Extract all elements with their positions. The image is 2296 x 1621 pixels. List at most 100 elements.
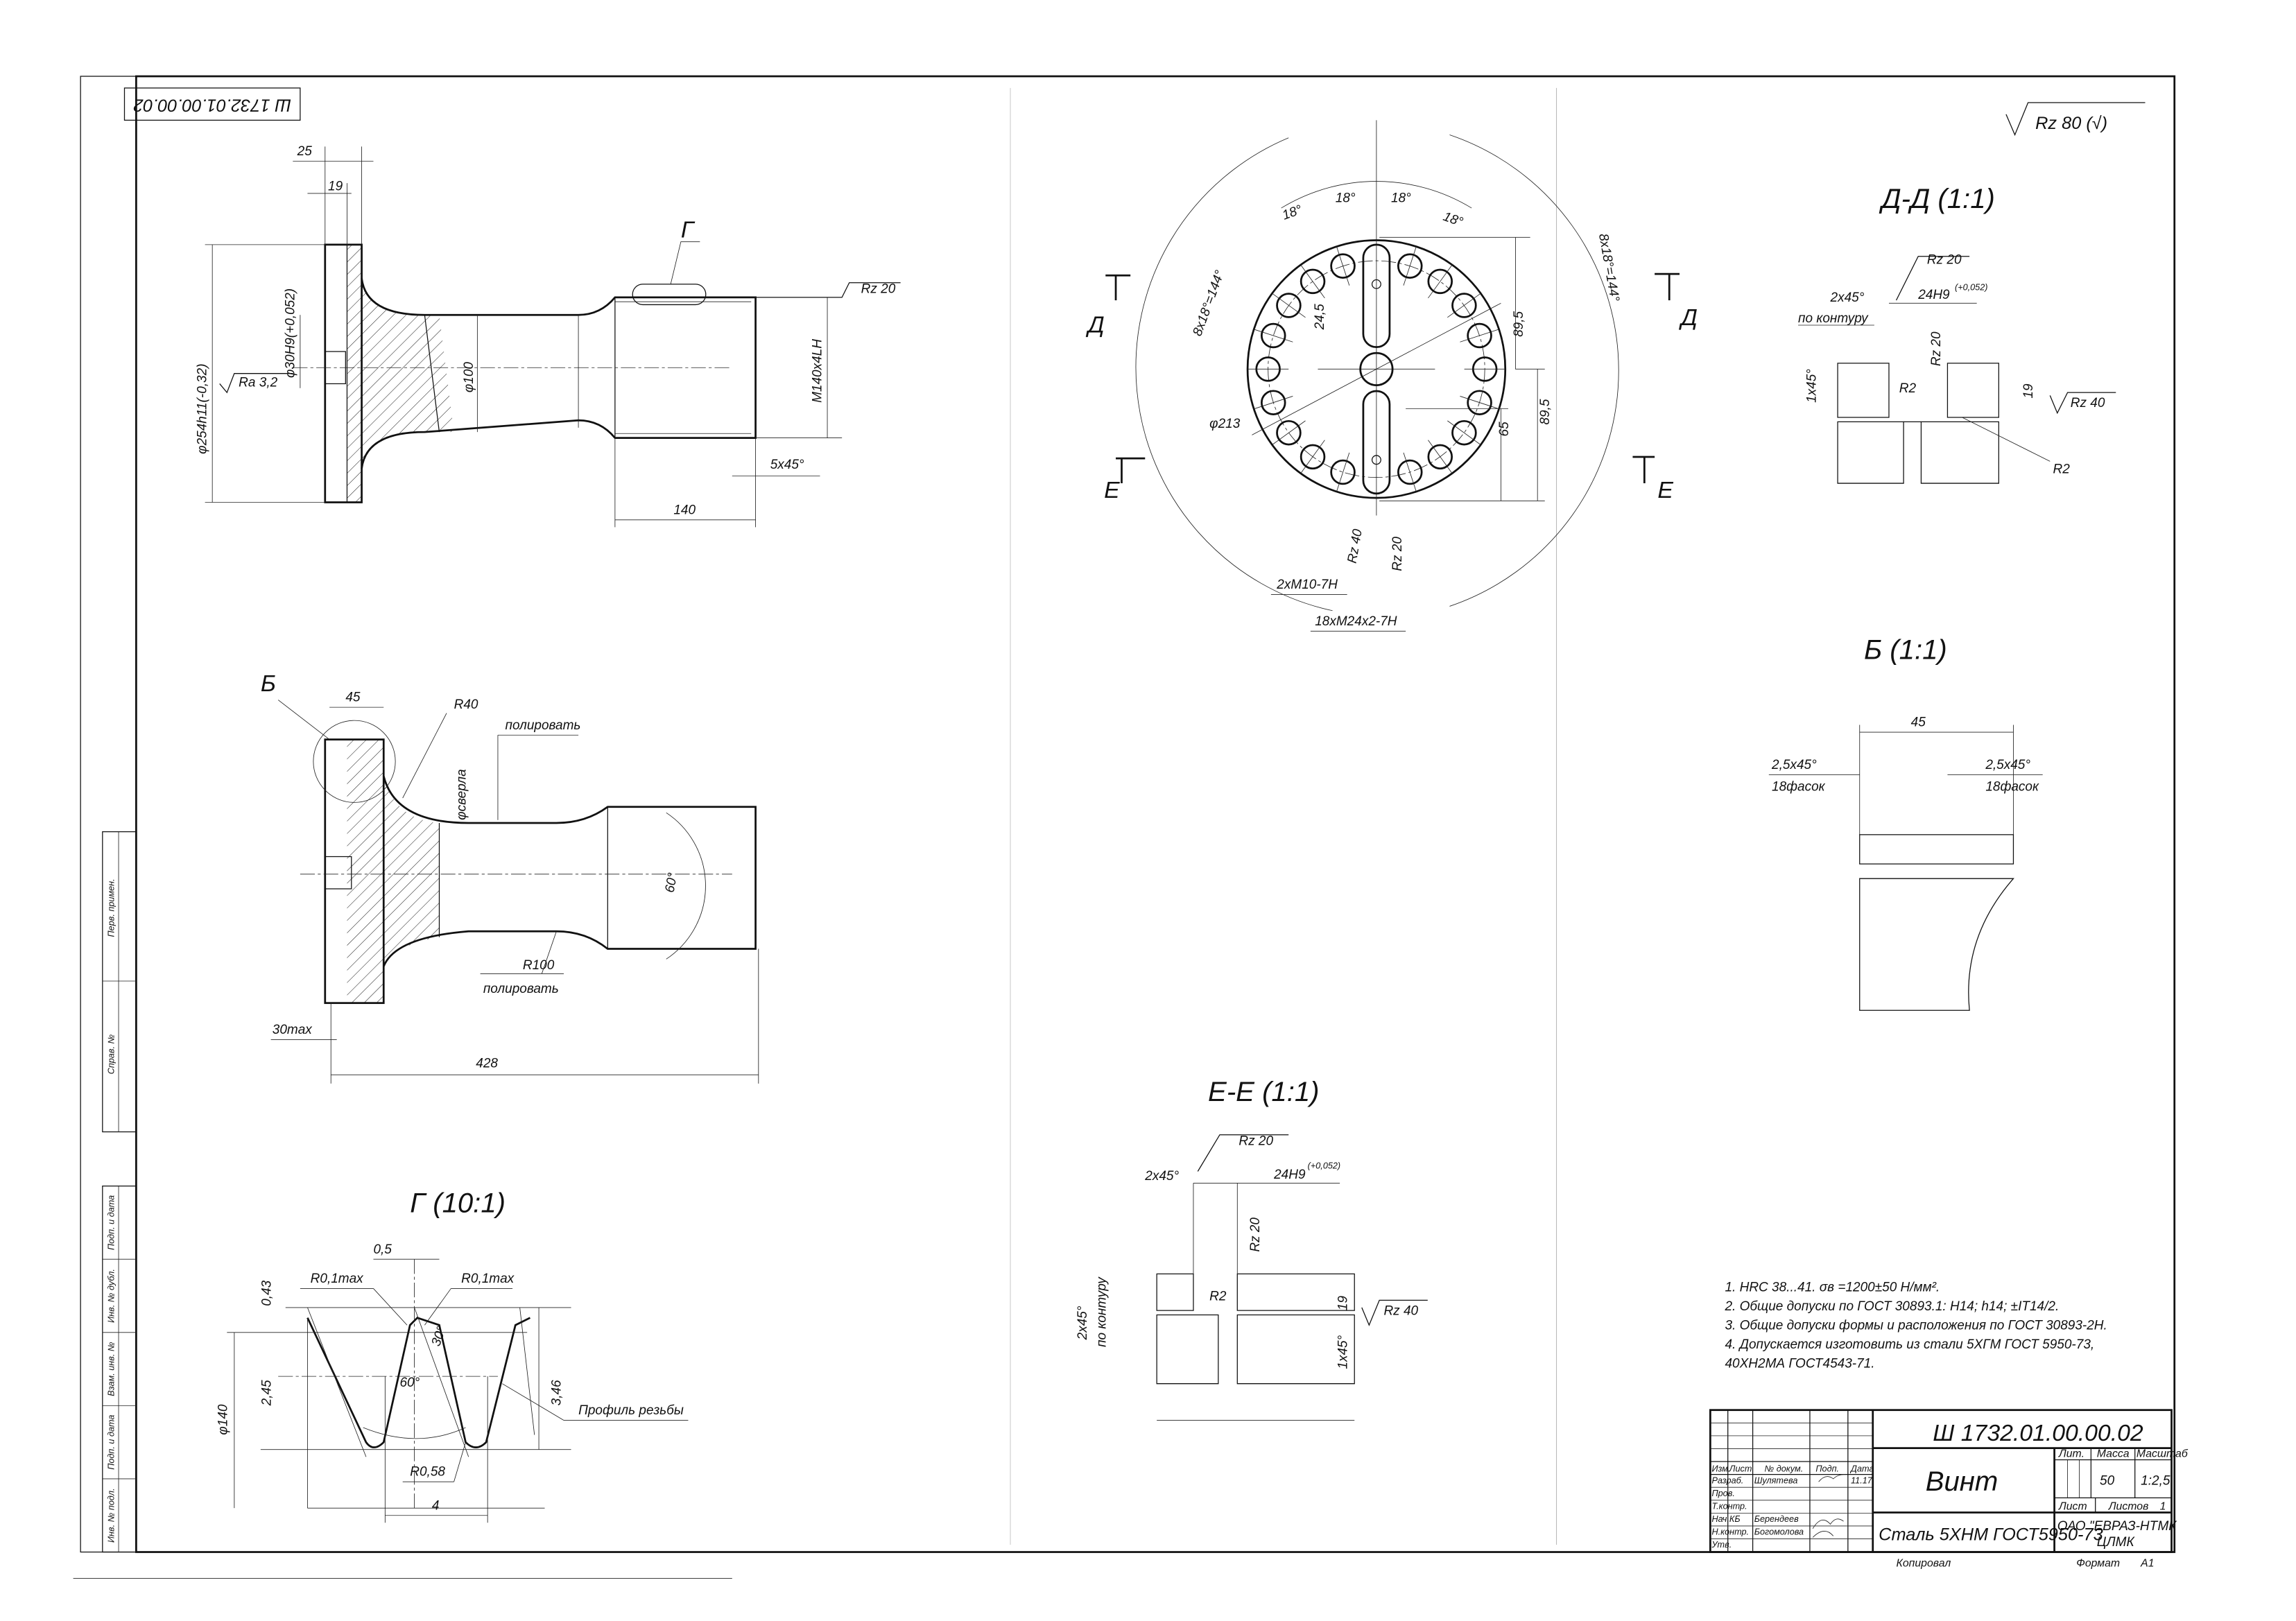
dim-30max: 30max (273, 1023, 313, 1037)
drill-diameter: φсверла (454, 769, 469, 820)
m24-hole (1467, 390, 1492, 415)
m24-hole (1427, 444, 1453, 470)
b-chamfer-right: 2,5x45° (1985, 758, 2030, 772)
dd-chamfer2: 1x45° (1804, 369, 1819, 403)
signature-approver (1812, 1518, 1844, 1538)
tb-person: Берендеев (1754, 1514, 1799, 1524)
g-dim-0-5: 0,5 (373, 1242, 392, 1257)
tb-department: ЦЛМК (2097, 1535, 2136, 1550)
roughness-thread: Rz 20 (861, 282, 896, 297)
angular-arc-top (1281, 181, 1472, 209)
radius-100: R100 (523, 958, 555, 973)
tb-part-name: Винт (1926, 1466, 1999, 1497)
chamfer-5x45: 5x45° (770, 458, 804, 472)
flange-diameter: φ254h11(-0,32) (196, 363, 210, 453)
ee-width: 24H9 (1273, 1168, 1306, 1182)
cut-marker-d-right: Д (1678, 304, 1698, 331)
m24-hole (1451, 293, 1477, 318)
hole-axis (1403, 246, 1417, 286)
angle-18: 18° (1391, 191, 1411, 206)
g-r-left: R0,1max (311, 1272, 365, 1286)
g-dim-0-43: 0,43 (260, 1280, 275, 1306)
ee-rz20: Rz 20 (1238, 1134, 1273, 1149)
strip-label: Подп. и дата (107, 1415, 116, 1470)
section-dd-title: Д-Д (1:1) (1879, 183, 1994, 214)
tb-hdr-doc: № докум. (1764, 1464, 1803, 1473)
strip-label: Взам. инв. № (107, 1342, 116, 1396)
detail-b: Б (1:1) 45 2,5x45° 18фасок 2,5x45° 18фас… (1768, 634, 2043, 1011)
hole-axis (1428, 264, 1453, 299)
note-1: 1. HRC 38...41. σв =1200±50 Н/мм². (1725, 1281, 1940, 1295)
tb-role: Пров. (1711, 1489, 1734, 1498)
m24-hole (1397, 459, 1423, 485)
signature-developer (1818, 1474, 1845, 1482)
m24-hole (1300, 268, 1326, 295)
b-count-right: 18фасок (1985, 779, 2039, 794)
tb-designation: Ш 1732.01.00.00.02 (1933, 1420, 2143, 1446)
hole-axis (1300, 440, 1325, 474)
g-profile-label: Профиль резьбы (578, 1403, 684, 1418)
tb-hdr-izm: Изм. (1711, 1464, 1730, 1473)
dd-r2-b: R2 (2053, 462, 2070, 476)
m24-hole (1276, 293, 1302, 318)
tb-hdr-sign: Подп. (1815, 1464, 1839, 1473)
tb-person: Шулятева (1754, 1475, 1798, 1485)
tb-copied: Копировал (1897, 1558, 1951, 1570)
m24-hole (1260, 322, 1286, 349)
pcd-diameter: φ213 (1209, 417, 1241, 431)
dd-contour: по контуру (1798, 311, 1869, 326)
m24-hole (1276, 419, 1302, 446)
tb-hdr-date: Дата (1849, 1464, 1874, 1473)
angular-arc-left (1135, 137, 1333, 612)
center-hole (1359, 352, 1394, 386)
stamp-designation: Ш 1732.01.00.00.02 (133, 95, 291, 114)
ee-rz20-v: Rz 20 (1248, 1217, 1263, 1252)
ee-width-tol: (+0,052) (1308, 1161, 1341, 1170)
note-2: 2. Общие допуски по ГОСТ 30893.1: H14; h… (1724, 1299, 2059, 1314)
g-r-right: R0,1max (461, 1272, 515, 1286)
g-pitch: 4 (432, 1498, 440, 1513)
angular-arc-right (1449, 135, 1619, 607)
hole-axis (1272, 420, 1306, 445)
tb-role: Т.контр. (1711, 1501, 1747, 1511)
m24-hole (1467, 322, 1492, 349)
hole-axis (1254, 396, 1293, 410)
hole-axis (1460, 396, 1499, 410)
tb-role: Н.контр. (1711, 1527, 1749, 1537)
hole-axis (1272, 293, 1306, 318)
tb-mass-label: Масса (2097, 1448, 2130, 1459)
general-roughness-text: Rz 80 (√) (2035, 114, 2107, 133)
m24-hole (1397, 253, 1423, 279)
ee-rz40: Rz 40 (1383, 1303, 1418, 1318)
detail-g: Г (10:1) 0,5 R0,1max R0,1max 0,43 30° 2,… (216, 1188, 689, 1523)
hole-axis (1403, 452, 1417, 492)
hole-axis (1336, 246, 1350, 286)
face-view (1135, 120, 1619, 612)
dd-rz20-v: Rz 20 (1929, 331, 1944, 366)
linear-dimensions (1379, 236, 1545, 501)
bore-diameter: φ30H9(+0,052) (283, 288, 297, 378)
hole-axis (1447, 293, 1481, 318)
hole-axis (1254, 329, 1293, 343)
dd-r2-a: R2 (1899, 381, 1917, 396)
m10-hole (1371, 455, 1381, 465)
hole-axis (1460, 329, 1499, 343)
holes-m10: 2xM10-7H (1276, 578, 1338, 592)
tb-sheets: 1 (2160, 1500, 2166, 1512)
cut-marker-e-left: Е (1104, 477, 1120, 503)
tb-lit-label: Лит. (2058, 1448, 2084, 1459)
tb-role: Утв. (1711, 1540, 1732, 1550)
polish-note-1: полировать (506, 718, 581, 733)
note-4: 4. Допускается изготовить из стали 5ХГМ … (1725, 1337, 2094, 1352)
b-chamfer-left: 2,5x45° (1771, 758, 1817, 772)
general-roughness: Rz 80 (√) (2005, 102, 2146, 137)
radius-40: R40 (454, 697, 478, 712)
detail-g-title: Г (10:1) (410, 1188, 506, 1219)
slot-top (1362, 243, 1391, 349)
dim-45: 45 (345, 691, 361, 705)
hole-axis (1300, 264, 1325, 299)
strip-label: Инв. № дубл. (107, 1269, 116, 1323)
strip-label: Справ. № (107, 1034, 116, 1075)
slot-bottom (1362, 390, 1391, 495)
g-root-radius: R0,58 (410, 1465, 445, 1480)
